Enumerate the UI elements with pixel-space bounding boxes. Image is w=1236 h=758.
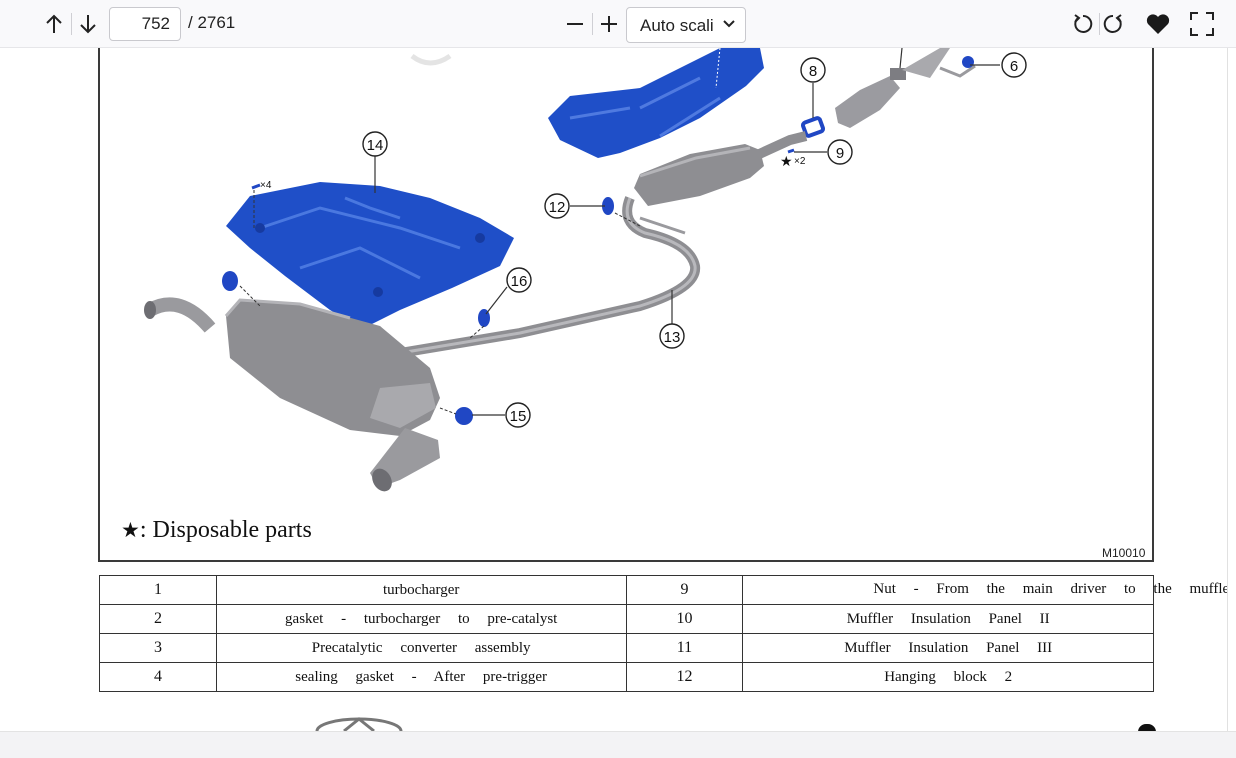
viewer-bottom-strip bbox=[0, 731, 1236, 758]
part-number: 3 bbox=[99, 633, 217, 663]
table-row: 4 sealing gasket - After pre-trigger 12 … bbox=[99, 662, 1154, 692]
exhaust-diagram-frame: 14 12 16 13 15 8 9 6 ×4 ★ ×2 bbox=[98, 48, 1154, 562]
callout-8: 8 bbox=[800, 57, 826, 83]
minus-icon bbox=[567, 23, 583, 25]
callout-number: 13 bbox=[664, 329, 681, 346]
previous-page-button[interactable] bbox=[38, 8, 70, 40]
callout-number: 8 bbox=[809, 63, 817, 80]
page-corner-mark bbox=[1138, 724, 1156, 731]
rotate-ccw-icon bbox=[1074, 14, 1093, 33]
part-number: 1 bbox=[99, 575, 217, 605]
part-name: Precatalytic converter assembly bbox=[215, 633, 627, 663]
part-name: gasket - turbocharger to pre-catalyst bbox=[215, 604, 627, 634]
figure-id: M10010 bbox=[1102, 546, 1146, 560]
star-icon: ★ bbox=[121, 518, 140, 542]
part-number: 4 bbox=[99, 662, 217, 692]
callout-9: 9 bbox=[827, 139, 853, 165]
part-name: Nut - From the main driver to the muffle… bbox=[873, 581, 1235, 597]
plus-icon bbox=[601, 16, 617, 32]
toolbar-divider bbox=[1099, 13, 1100, 35]
part-name: Muffler Insulation Panel II bbox=[742, 604, 1154, 634]
part-name: Hanging block 2 bbox=[742, 662, 1154, 692]
callout-number: 12 bbox=[549, 199, 566, 216]
callout-number: 15 bbox=[510, 408, 527, 425]
rotate-cw-icon bbox=[1103, 14, 1122, 33]
arrow-up-icon bbox=[46, 14, 62, 33]
zoom-select-value: Auto scali bbox=[640, 16, 714, 35]
pdf-toolbar: / 2761 Auto scali bbox=[0, 0, 1236, 48]
callout-6: 6 bbox=[1001, 52, 1027, 78]
callout-number: 9 bbox=[836, 145, 844, 162]
callout-12: 12 bbox=[544, 193, 570, 219]
exhaust-system-diagram: 14 12 16 13 15 8 9 6 ×4 ★ ×2 bbox=[144, 48, 1027, 492]
document-viewport[interactable]: 14 12 16 13 15 8 9 6 ×4 ★ ×2 ★: Disposab… bbox=[0, 48, 1236, 731]
part-name: turbocharger bbox=[215, 575, 627, 605]
table-row: 3 Precatalytic converter assembly 11 Muf… bbox=[99, 633, 1154, 663]
fullscreen-icon bbox=[1190, 12, 1214, 36]
part-number: 10 bbox=[625, 604, 744, 634]
table-row: 1 turbocharger 9 Nut - From the main dri… bbox=[99, 575, 1234, 605]
callout-13: 13 bbox=[659, 323, 685, 349]
legend-text: : Disposable parts bbox=[139, 517, 312, 543]
vertical-scrollbar[interactable] bbox=[1227, 48, 1236, 731]
disposable-parts-legend: ★: Disposable parts bbox=[121, 517, 312, 544]
callout-14: 14 bbox=[362, 131, 388, 157]
rotate-counterclockwise-button[interactable] bbox=[1067, 8, 1099, 40]
favorite-button[interactable] bbox=[1142, 8, 1174, 40]
heart-icon bbox=[1146, 14, 1170, 34]
toolbar-divider bbox=[592, 13, 593, 35]
parts-table: 1 turbocharger 9 Nut - From the main dri… bbox=[99, 575, 1234, 692]
middle-muffler bbox=[634, 144, 764, 206]
zoom-out-button[interactable] bbox=[559, 8, 591, 40]
disposable-star-icon: ★ bbox=[780, 154, 793, 170]
page-number-input[interactable] bbox=[109, 7, 181, 41]
chevron-down-icon bbox=[723, 20, 735, 28]
arrow-down-icon bbox=[80, 15, 96, 34]
quantity-x2-label: ×2 bbox=[794, 156, 806, 167]
part-name-cell: Nut - From the main driver to the muffle… bbox=[742, 575, 1234, 605]
callout-16: 16 bbox=[506, 267, 532, 293]
part-name: sealing gasket - After pre-trigger bbox=[215, 662, 627, 692]
zoom-in-button[interactable] bbox=[593, 8, 625, 40]
part-name: Muffler Insulation Panel III bbox=[742, 633, 1154, 663]
callout-number: 16 bbox=[511, 273, 528, 290]
part-number: 11 bbox=[625, 633, 744, 663]
rotate-clockwise-button[interactable] bbox=[1097, 8, 1129, 40]
part-number: 12 bbox=[625, 662, 744, 692]
heat-shield-upper bbox=[548, 48, 764, 158]
callout-15: 15 bbox=[505, 402, 531, 428]
toolbar-divider bbox=[71, 13, 72, 35]
fullscreen-button[interactable] bbox=[1186, 8, 1218, 40]
callout-number: 6 bbox=[1010, 58, 1018, 75]
brand-logo bbox=[315, 717, 403, 731]
table-row: 2 gasket - turbocharger to pre-catalyst … bbox=[99, 604, 1154, 634]
callout-number: 14 bbox=[367, 137, 384, 154]
zoom-select[interactable]: Auto scali bbox=[626, 7, 746, 43]
part-number: 9 bbox=[625, 575, 744, 605]
page-total-label: / 2761 bbox=[188, 13, 236, 32]
part-number: 2 bbox=[99, 604, 217, 634]
next-page-button[interactable] bbox=[72, 8, 104, 40]
quantity-x4-label: ×4 bbox=[260, 180, 272, 191]
